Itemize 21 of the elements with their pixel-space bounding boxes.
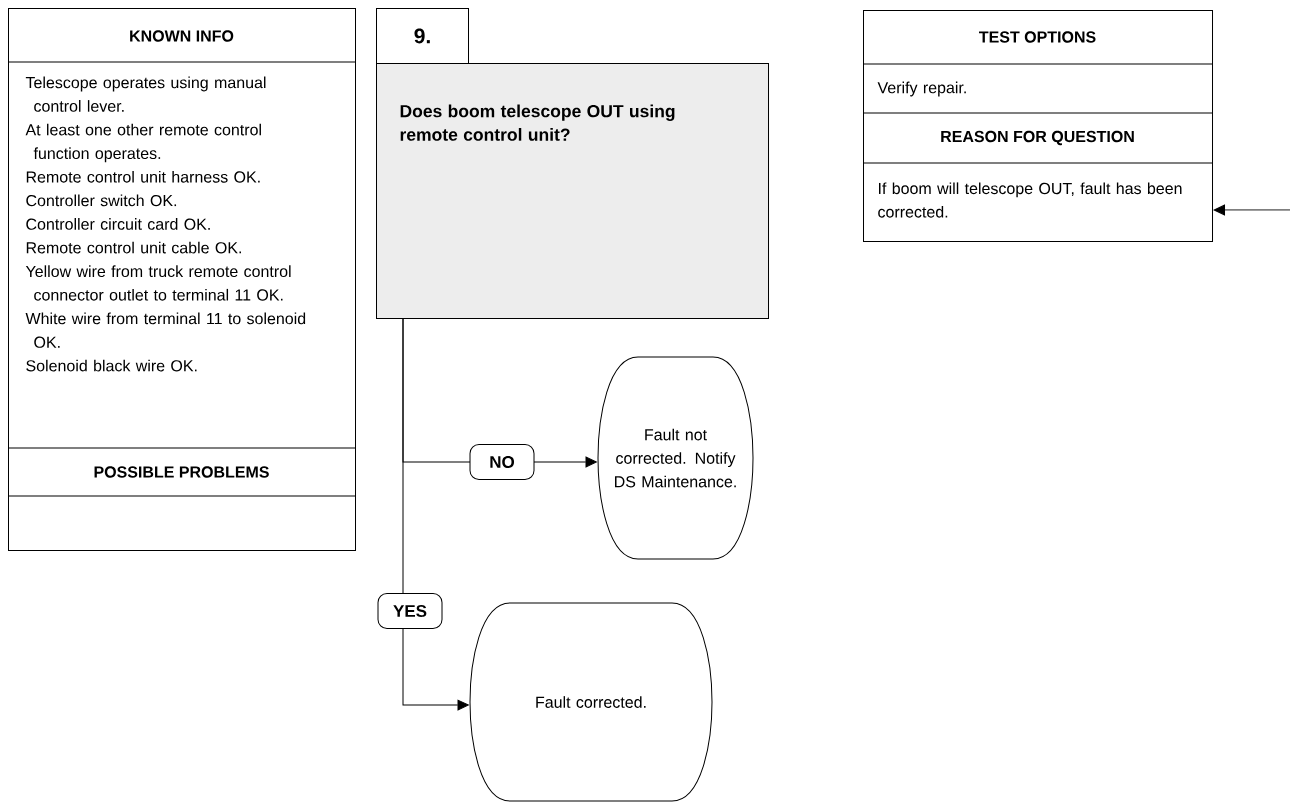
panel-heading: KNOWN INFO (130, 30, 234, 42)
panel-heading: REASON FOR QUESTION (941, 130, 1134, 146)
panel-text: Verify repair. (877, 81, 966, 97)
question-text: Does boom telescope OUT using remote control unit? (400, 104, 675, 141)
list-item: Yellow wire from truck remote control connector outlet to terminal 11 OK. (25, 265, 291, 301)
panel-heading: TEST OPTIONS (979, 31, 1096, 43)
list-item: Remote control unit cable OK. (26, 241, 241, 254)
list-item: Controller switch OK. (26, 194, 177, 207)
list-item: Remote control unit harness OK. (26, 170, 260, 183)
edge-label: YES (377, 593, 443, 629)
panel-heading: POSSIBLE PROBLEMS (94, 466, 269, 478)
list-item: Controller circuit card OK. (26, 218, 210, 230)
connector-arrow (1213, 204, 1290, 216)
list-item: White wire from terminal 11 to solenoid OK. (25, 312, 306, 348)
list-item: Telescope operates using manual control lever. (25, 76, 266, 112)
list-item: Solenoid black wire OK. (26, 359, 197, 372)
step-number: 9. (376, 8, 469, 64)
edge-label: NO (469, 444, 535, 480)
connector-arrow (402, 318, 469, 711)
list-item: At least one other remote control function operates. (25, 123, 261, 163)
panel-text: If boom will telescope OUT, fault has been corrected. (878, 182, 1182, 218)
